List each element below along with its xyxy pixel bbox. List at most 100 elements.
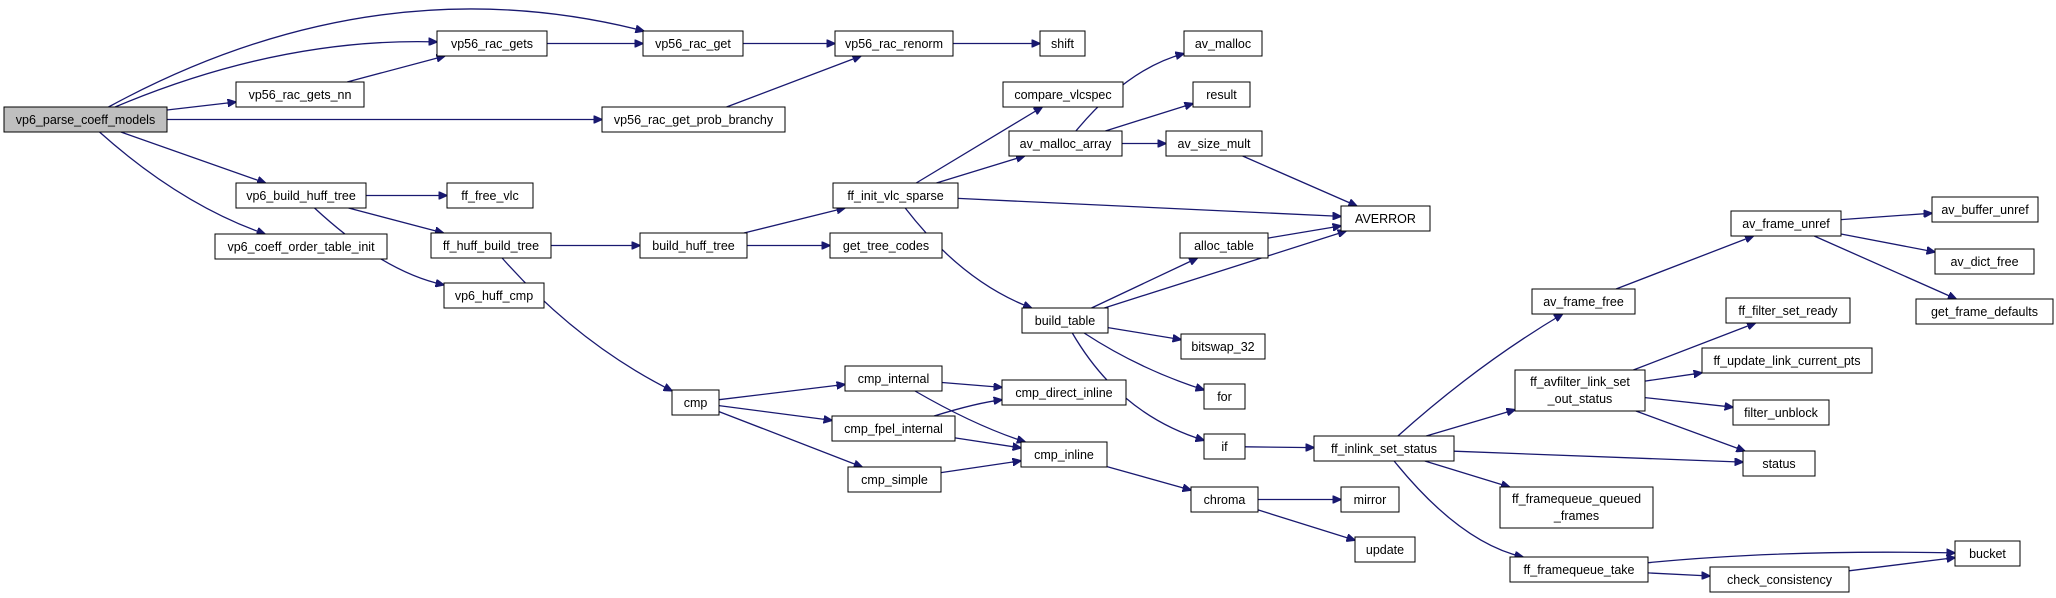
node-label: ff_framequeue_queued bbox=[1512, 492, 1641, 506]
node-vp56-rac-renorm[interactable]: vp56_rac_renorm bbox=[834, 30, 954, 57]
node-bucket[interactable]: bucket bbox=[1954, 540, 2021, 567]
node-ff-huff-build-tree[interactable]: ff_huff_build_tree bbox=[430, 232, 552, 259]
edge-vp56-rac-gets-nn-to-vp56-rac-gets bbox=[346, 56, 445, 83]
edge-ff-avfilter-link-set-out-status-to-ff-update-link-current-pts bbox=[1644, 373, 1702, 382]
node-label: ff_update_link_current_pts bbox=[1713, 354, 1860, 368]
edge-chroma-to-update bbox=[1257, 509, 1355, 540]
node-ff-inlink-set-status[interactable]: ff_inlink_set_status bbox=[1313, 435, 1455, 462]
node-box bbox=[214, 233, 388, 260]
edge-build-table-to-averror bbox=[1104, 231, 1346, 309]
node-av-frame-unref[interactable]: av_frame_unref bbox=[1730, 210, 1842, 237]
node-compare-vlcspec[interactable]: compare_vlcspec bbox=[1002, 81, 1124, 108]
node-for[interactable]: for bbox=[1203, 383, 1246, 410]
edge-av-size-mult-to-averror bbox=[1242, 155, 1357, 206]
node-mirror[interactable]: mirror bbox=[1340, 486, 1400, 513]
node-box bbox=[1742, 450, 1816, 477]
node-ff-framequeue-queued-frames[interactable]: ff_framequeue_queued _frames bbox=[1499, 486, 1654, 529]
node-box bbox=[1934, 248, 2035, 275]
node-box bbox=[1701, 347, 1873, 374]
node-vp6-build-huff-tree[interactable]: vp6_build_huff_tree bbox=[235, 182, 367, 209]
edge-check-consistency-to-bucket bbox=[1848, 558, 1955, 572]
node-bitswap-32[interactable]: bitswap_32 bbox=[1180, 333, 1266, 360]
node-vp56-rac-get-prob-branchy[interactable]: vp56_rac_get_prob_branchy bbox=[601, 106, 786, 133]
node-shift[interactable]: shift bbox=[1039, 30, 1086, 57]
node-cmp-direct-inline[interactable]: cmp_direct_inline bbox=[1001, 379, 1127, 406]
node-box bbox=[829, 232, 943, 259]
node-box bbox=[1192, 81, 1251, 108]
node-label: status bbox=[1762, 457, 1795, 471]
nodes-layer: vp6_parse_coeff_models vp56_rac_gets vp56_… bbox=[3, 30, 2054, 593]
node-box bbox=[642, 30, 744, 57]
edge-cmp-fpel-internal-to-cmp-inline bbox=[954, 437, 1021, 448]
edge-cmp-internal-to-cmp-direct-inline bbox=[941, 381, 1002, 388]
node-label: cmp_inline bbox=[1034, 448, 1094, 462]
node-chroma[interactable]: chroma bbox=[1190, 486, 1259, 513]
node-filter-unblock[interactable]: filter_unblock bbox=[1732, 399, 1830, 426]
edge-cmp-fpel-internal-to-cmp-direct-inline bbox=[933, 400, 1002, 417]
node-label: cmp_fpel_internal bbox=[844, 422, 943, 436]
node-ff-avfilter-link-set-out-status[interactable]: ff_avfilter_link_set _out_status bbox=[1514, 369, 1646, 412]
edge-av-frame-free-to-av-frame-unref bbox=[1615, 236, 1754, 290]
node-update[interactable]: update bbox=[1354, 536, 1416, 563]
node-cmp-inline[interactable]: cmp_inline bbox=[1020, 441, 1108, 468]
node-av-dict-free[interactable]: av_dict_free bbox=[1934, 248, 2035, 275]
node-av-size-mult[interactable]: av_size_mult bbox=[1165, 130, 1263, 157]
node-label: av_frame_unref bbox=[1742, 217, 1830, 231]
node-build-huff-tree[interactable]: build_huff_tree bbox=[639, 232, 748, 259]
node-label: ff_avfilter_link_set bbox=[1530, 375, 1630, 389]
node-vp56-rac-get[interactable]: vp56_rac_get bbox=[642, 30, 744, 57]
node-label: cmp bbox=[684, 396, 708, 410]
node-vp56-rac-gets[interactable]: vp56_rac_gets bbox=[436, 30, 548, 57]
node-alloc-table[interactable]: alloc_table bbox=[1179, 232, 1269, 259]
edge-vp6-parse-coeff-models-to-vp56-rac-gets bbox=[114, 42, 437, 108]
node-get-tree-codes[interactable]: get_tree_codes bbox=[829, 232, 943, 259]
node-box bbox=[831, 415, 956, 442]
node-status[interactable]: status bbox=[1742, 450, 1816, 477]
node-vp56-rac-gets-nn[interactable]: vp56_rac_gets_nn bbox=[235, 81, 365, 108]
node-label: bitswap_32 bbox=[1191, 340, 1254, 354]
edge-av-frame-unref-to-get-frame-defaults bbox=[1813, 235, 1956, 299]
node-cmp[interactable]: cmp bbox=[671, 389, 720, 416]
node-label: ff_filter_set_ready bbox=[1738, 304, 1838, 318]
node-cmp-simple[interactable]: cmp_simple bbox=[847, 466, 942, 493]
node-box bbox=[1725, 297, 1851, 324]
node-av-malloc[interactable]: av_malloc bbox=[1183, 30, 1263, 57]
node-result[interactable]: result bbox=[1192, 81, 1251, 108]
node-cmp-internal[interactable]: cmp_internal bbox=[844, 365, 943, 392]
node-get-frame-defaults[interactable]: get_frame_defaults bbox=[1915, 298, 2054, 325]
node-av-frame-free[interactable]: av_frame_free bbox=[1531, 288, 1636, 315]
node-label: AVERROR bbox=[1355, 212, 1416, 226]
edge-ff-inlink-set-status-to-status bbox=[1453, 450, 1743, 462]
edge-ff-avfilter-link-set-out-status-to-ff-filter-set-ready bbox=[1633, 323, 1755, 371]
node-check-consistency[interactable]: check_consistency bbox=[1709, 566, 1850, 593]
node-if[interactable]: if bbox=[1203, 433, 1246, 460]
node-label: vp56_rac_gets_nn bbox=[249, 88, 352, 102]
node-cmp-fpel-internal[interactable]: cmp_fpel_internal bbox=[831, 415, 956, 442]
node-label-line2: _out_status bbox=[1547, 392, 1613, 406]
node-label: ff_free_vlc bbox=[461, 189, 518, 203]
node-vp6-huff-cmp[interactable]: vp6_huff_cmp bbox=[443, 282, 545, 309]
node-av-buffer-unref[interactable]: av_buffer_unref bbox=[1931, 196, 2039, 223]
node-ff-filter-set-ready[interactable]: ff_filter_set_ready bbox=[1725, 297, 1851, 324]
node-label: av_buffer_unref bbox=[1941, 203, 2029, 217]
node-label: get_tree_codes bbox=[843, 239, 929, 253]
node-label: cmp_simple bbox=[861, 473, 928, 487]
node-box bbox=[844, 365, 943, 392]
node-vp6-coeff-order-table-init[interactable]: vp6_coeff_order_table_init bbox=[214, 233, 388, 260]
node-ff-update-link-current-pts[interactable]: ff_update_link_current_pts bbox=[1701, 347, 1873, 374]
node-box bbox=[1509, 556, 1649, 583]
node-vp6-parse-coeff-models[interactable]: vp6_parse_coeff_models bbox=[3, 106, 168, 133]
edge-build-huff-tree-to-ff-init-vlc-sparse bbox=[743, 208, 845, 234]
edge-build-table-to-for bbox=[1083, 332, 1204, 390]
node-ff-free-vlc[interactable]: ff_free_vlc bbox=[446, 182, 534, 209]
node-av-malloc-array[interactable]: av_malloc_array bbox=[1008, 130, 1123, 157]
node-label: filter_unblock bbox=[1744, 406, 1818, 420]
node-box bbox=[1021, 307, 1109, 334]
edge-alloc-table-to-averror bbox=[1267, 226, 1341, 239]
node-ff-framequeue-take[interactable]: ff_framequeue_take bbox=[1509, 556, 1649, 583]
node-averror[interactable]: AVERROR bbox=[1340, 205, 1431, 232]
node-box bbox=[1039, 30, 1086, 57]
node-ff-init-vlc-sparse[interactable]: ff_init_vlc_sparse bbox=[832, 182, 959, 209]
node-build-table[interactable]: build_table bbox=[1021, 307, 1109, 334]
node-label-line2: _frames bbox=[1553, 509, 1599, 523]
